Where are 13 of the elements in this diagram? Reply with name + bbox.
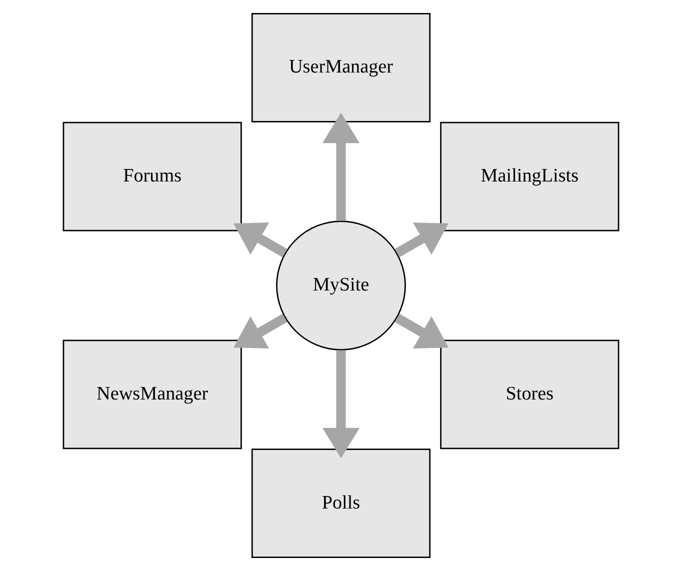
arrow [394, 314, 448, 348]
node-box: Stores [440, 340, 619, 450]
node-box: UserManager [250, 12, 430, 122]
node-box: MailingLists [440, 122, 619, 232]
arrow [394, 222, 448, 258]
arrow [233, 314, 287, 348]
node-circle: MySite [276, 220, 406, 350]
node-box: Forums [62, 122, 242, 232]
node-box: Polls [250, 448, 430, 558]
node-box: NewsManager [62, 340, 242, 450]
arrow [233, 222, 287, 258]
arrow [322, 112, 360, 221]
arrow [322, 350, 360, 458]
